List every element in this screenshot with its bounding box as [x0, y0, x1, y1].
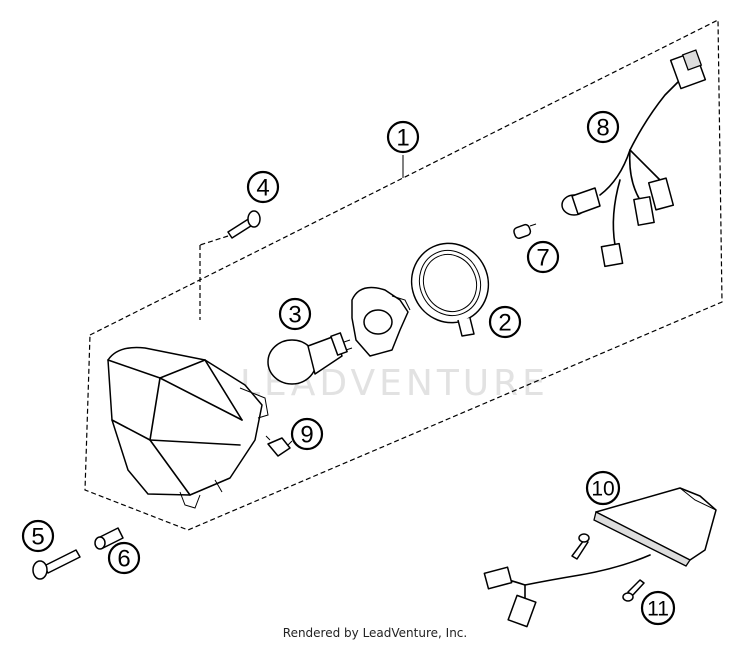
callout-10[interactable]: 10: [585, 470, 621, 506]
callout-6-label: 6: [117, 546, 130, 573]
callout-7-label: 7: [536, 245, 549, 272]
callout-11-label: 11: [647, 598, 669, 621]
spacer-6[interactable]: [94, 527, 124, 550]
callout-11[interactable]: 11: [640, 590, 676, 626]
callout-4[interactable]: 4: [246, 170, 280, 204]
callout-2[interactable]: 2: [488, 305, 522, 339]
callout-8-label: 8: [596, 115, 609, 142]
callout-5[interactable]: 5: [21, 519, 55, 553]
callout-9[interactable]: 9: [290, 417, 324, 451]
headlight-housing[interactable]: [107, 346, 269, 509]
callout-3-label: 3: [288, 302, 301, 329]
screw-11[interactable]: [622, 579, 645, 602]
rubber-cap-2[interactable]: [399, 231, 502, 337]
bulb-3[interactable]: [267, 332, 353, 385]
callout-8[interactable]: 8: [586, 110, 620, 144]
wiring-harness-8[interactable]: [561, 49, 707, 268]
callout-1[interactable]: 1: [386, 120, 420, 154]
callout-5-label: 5: [31, 524, 44, 551]
bolt-4[interactable]: [199, 210, 261, 320]
callout-4-label: 4: [256, 175, 269, 202]
bulb-retainer[interactable]: [351, 286, 411, 357]
callout-6[interactable]: 6: [107, 541, 141, 575]
callout-7[interactable]: 7: [526, 240, 560, 274]
callout-9-label: 9: [300, 422, 313, 449]
footer-credit: Rendered by LeadVenture, Inc.: [282, 626, 468, 640]
assembly-box: [84, 19, 723, 531]
callout-2-label: 2: [498, 310, 511, 337]
callout-1-label: 1: [396, 125, 409, 152]
bolt-5[interactable]: [32, 549, 81, 580]
callout-3[interactable]: 3: [278, 297, 312, 331]
parking-socket-9[interactable]: [265, 435, 293, 457]
callout-10-label: 10: [591, 478, 614, 501]
license-lamp-10[interactable]: [483, 487, 717, 628]
parking-bulb-7[interactable]: [513, 223, 537, 240]
